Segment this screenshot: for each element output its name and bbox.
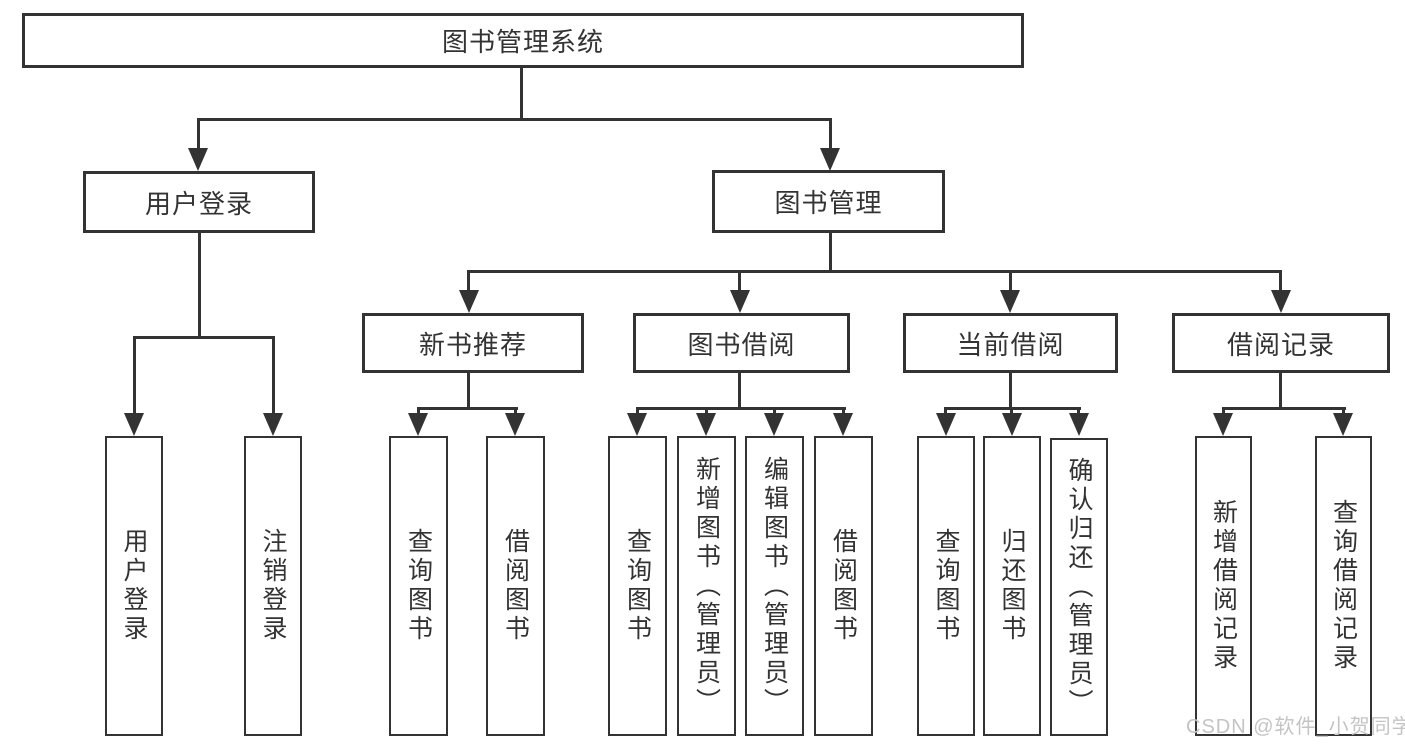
arrowhead-icon	[1069, 413, 1089, 436]
arrowhead-icon	[1002, 413, 1022, 436]
connector-drop	[944, 407, 947, 415]
leaf-confirm-return-admin: 确认归还（管理员）	[1050, 438, 1108, 736]
arrowhead-icon	[408, 413, 428, 436]
arrowhead-icon	[936, 413, 956, 436]
arrowhead-icon	[263, 413, 283, 436]
arrowhead-icon	[1271, 290, 1291, 313]
node-current-borrowing: 当前借阅	[903, 313, 1118, 373]
arrowhead-icon	[505, 413, 525, 436]
connector-drop	[1009, 270, 1012, 290]
leaf-query-borrow-record: 查询借阅记录	[1315, 436, 1372, 736]
arrowhead-icon	[764, 413, 784, 436]
leaf-logout: 注销登录	[244, 436, 302, 736]
connector-drop	[514, 407, 517, 415]
connector-drop	[1077, 407, 1080, 415]
leaf-query-books: 查询图书	[389, 436, 448, 736]
connector-level2-split	[468, 270, 1282, 273]
leaf-borrow-books: 借阅图书	[486, 436, 545, 736]
arrowhead-icon	[1333, 413, 1353, 436]
connector-drop	[197, 118, 200, 150]
connector-drop	[133, 336, 136, 413]
connector-drop	[1222, 407, 1225, 415]
connector-stem	[738, 373, 741, 410]
connector-book-mgmt-stem	[829, 233, 832, 273]
connector-stem	[1009, 373, 1012, 410]
csdn-watermark: CSDN @软件_小贺同学	[1186, 716, 1405, 738]
connector-stem	[1279, 373, 1282, 410]
node-user-login: 用户登录	[83, 171, 315, 233]
leaf-add-borrow-record: 新增借阅记录	[1195, 436, 1252, 736]
connector-user-login-split	[133, 336, 275, 339]
connector-drop	[1010, 407, 1013, 415]
connector-drop	[1342, 407, 1345, 415]
connector-stem	[467, 373, 470, 410]
leaf-add-books-admin: 新增图书（管理员）	[677, 436, 736, 736]
connector-split	[636, 407, 846, 410]
connector-split	[1222, 407, 1346, 410]
arrowhead-icon	[696, 413, 716, 436]
node-new-book-recommend: 新书推荐	[362, 313, 584, 373]
connector-drop	[773, 407, 776, 415]
connector-drop	[829, 118, 832, 150]
node-borrowing-records: 借阅记录	[1172, 313, 1390, 373]
arrowhead-icon	[188, 148, 208, 171]
connector-drop	[705, 407, 708, 415]
connector-level1-split	[197, 118, 832, 121]
arrowhead-icon	[730, 290, 750, 313]
leaf-query-books: 查询图书	[917, 436, 975, 736]
connector-drop	[467, 270, 470, 290]
node-book-borrowing: 图书借阅	[633, 313, 850, 373]
connector-drop	[417, 407, 420, 415]
arrowhead-icon	[627, 413, 647, 436]
node-book-management: 图书管理	[712, 170, 945, 233]
leaf-user-login: 用户登录	[105, 436, 163, 736]
connector-drop	[842, 407, 845, 415]
leaf-borrow-books: 借阅图书	[814, 436, 873, 736]
connector-drop	[738, 270, 741, 290]
connector-drop	[272, 336, 275, 413]
arrowhead-icon	[820, 148, 840, 171]
connector-drop	[1279, 270, 1282, 290]
leaf-edit-books-admin: 编辑图书（管理员）	[745, 436, 804, 736]
connector-root-stem	[520, 67, 523, 120]
arrowhead-icon	[459, 290, 479, 313]
arrowhead-icon	[1000, 290, 1020, 313]
arrowhead-icon	[124, 413, 144, 436]
node-root: 图书管理系统	[22, 13, 1024, 68]
connector-split	[417, 407, 518, 410]
arrowhead-icon	[1213, 413, 1233, 436]
leaf-query-books: 查询图书	[608, 436, 667, 736]
leaf-return-books: 归还图书	[983, 436, 1041, 736]
connector-drop	[636, 407, 639, 415]
arrowhead-icon	[833, 413, 853, 436]
connector-user-login-stem	[198, 232, 201, 339]
